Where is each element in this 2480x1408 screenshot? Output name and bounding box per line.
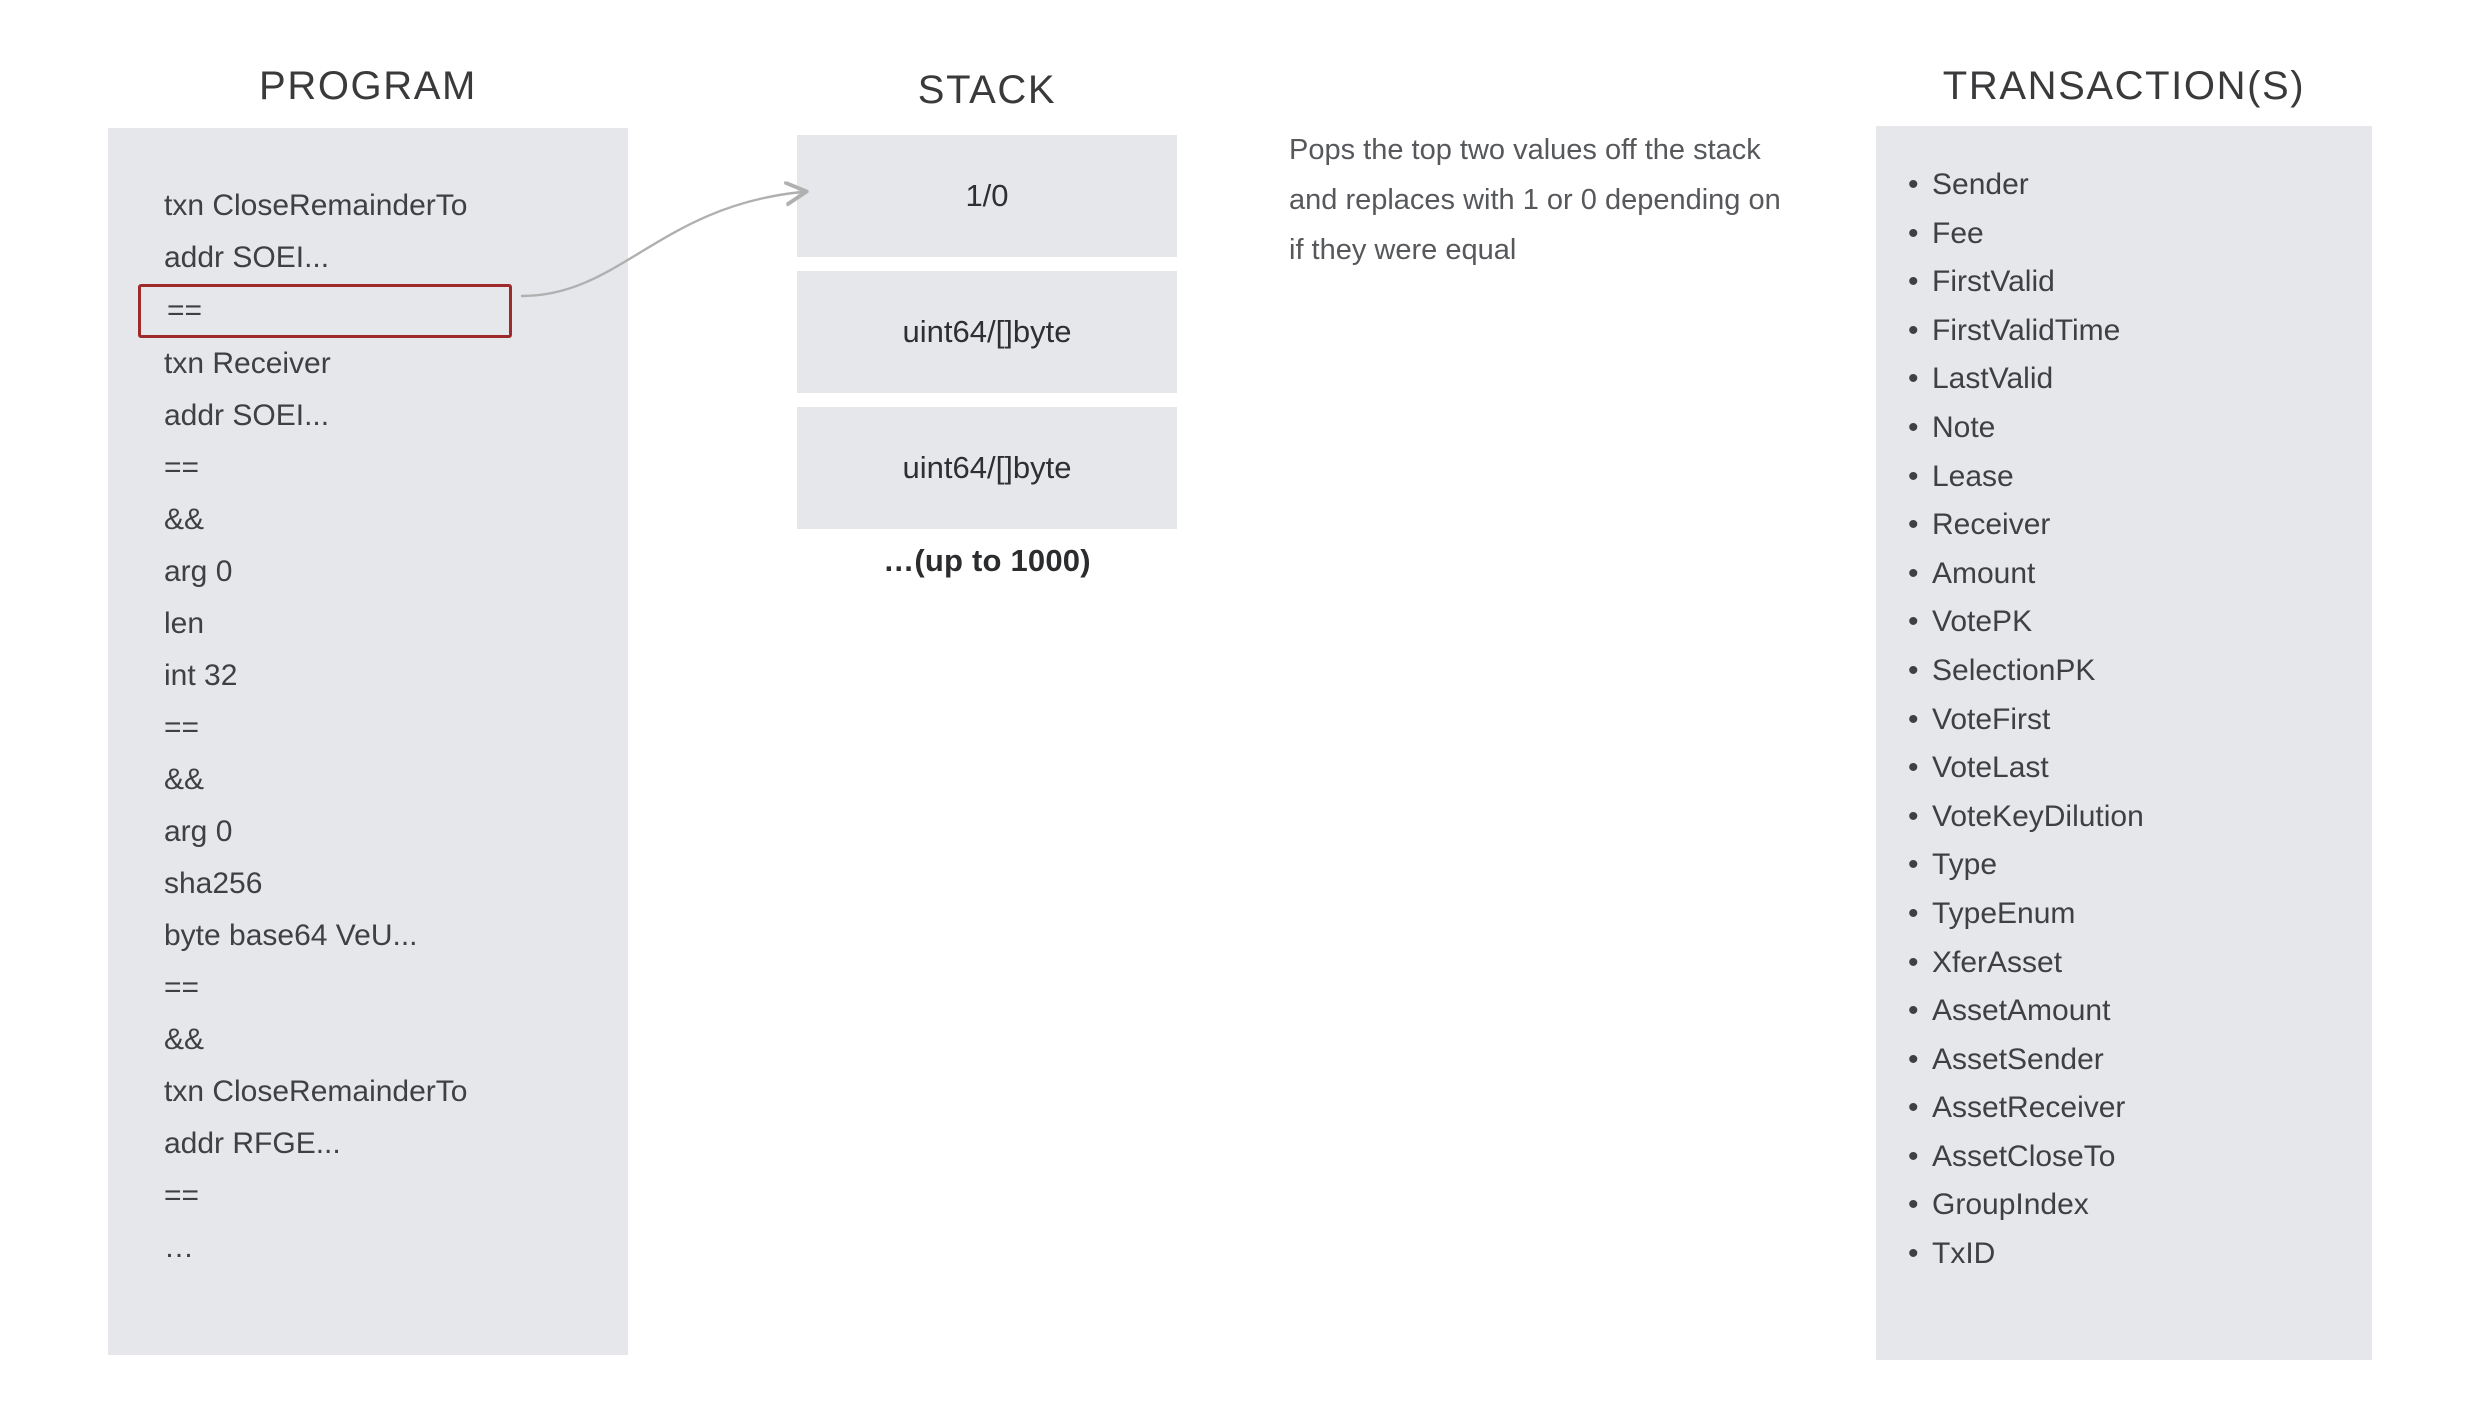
transaction-field: VoteFirst [1906,696,2144,745]
transaction-field: Amount [1906,550,2144,599]
program-column-title: PROGRAM [259,64,477,108]
transactions-panel: SenderFeeFirstValidFirstValidTimeLastVal… [1876,126,2372,1360]
program-instruction: int 32 [164,659,238,692]
transaction-field: FirstValidTime [1906,307,2144,356]
program-instruction-highlighted: == [138,284,512,338]
program-instruction: addr SOEI... [164,241,330,274]
program-instruction: && [164,763,205,796]
transaction-field: VotePK [1906,598,2144,647]
program-instruction: && [164,1023,205,1056]
program-instruction-list: txn CloseRemainderTo addr SOEI... == txn Re… [138,180,618,1274]
transaction-field: AssetSender [1906,1036,2144,1085]
program-panel: txn CloseRemainderTo addr SOEI... == txn Re… [108,128,628,1355]
program-instruction: arg 0 [164,815,233,848]
transaction-field: XferAsset [1906,939,2144,988]
transaction-field: VoteKeyDilution [1906,793,2144,842]
stack-cell-list: 1/0 uint64/[]byte uint64/[]byte [797,135,1177,529]
transaction-field: AssetAmount [1906,987,2144,1036]
program-instruction: == [164,1179,200,1212]
annotation-text: Pops the top two values off the stack an… [1289,134,1781,266]
transaction-field: TxID [1906,1230,2144,1279]
stack-cell: uint64/[]byte [797,271,1177,393]
program-instruction: … [164,1231,195,1264]
transaction-field: LastValid [1906,355,2144,404]
program-instruction: && [164,503,205,536]
transaction-field: FirstValid [1906,258,2144,307]
stack-column-title: STACK [917,68,1057,112]
transaction-field: Fee [1906,210,2144,259]
transaction-field: TypeEnum [1906,890,2144,939]
stack-cell-top: 1/0 [797,135,1177,257]
program-instruction: addr RFGE... [164,1127,341,1160]
transaction-field: Receiver [1906,501,2144,550]
transaction-field: GroupIndex [1906,1181,2144,1230]
program-instruction: sha256 [164,867,263,900]
program-instruction: == [164,711,200,744]
program-instruction: txn Receiver [164,347,331,380]
program-instruction: txn CloseRemainderTo [164,189,468,222]
program-instruction: == [164,971,200,1004]
program-instruction: addr SOEI... [164,399,330,432]
transaction-field: AssetReceiver [1906,1084,2144,1133]
stack-group: 1/0 uint64/[]byte uint64/[]byte …(up to 10… [797,135,1177,579]
transactions-column-title: TRANSACTION(S) [1942,64,2306,108]
transaction-field: VoteLast [1906,744,2144,793]
transaction-field: AssetCloseTo [1906,1133,2144,1182]
stack-overflow-label: …(up to 1000) [883,543,1091,578]
program-instruction: byte base64 VeU... [164,919,418,952]
program-instruction: len [164,607,205,640]
program-instruction: txn CloseRemainderTo [164,1075,468,1108]
transaction-field: Sender [1906,161,2144,210]
transaction-field: SelectionPK [1906,647,2144,696]
transaction-field: Lease [1906,453,2144,502]
transaction-field: Type [1906,841,2144,890]
program-instruction: == [164,451,200,484]
transaction-field: Note [1906,404,2144,453]
stack-cell: uint64/[]byte [797,407,1177,529]
transaction-field-list: SenderFeeFirstValidFirstValidTimeLastVal… [1906,161,2144,1279]
program-instruction: arg 0 [164,555,233,588]
